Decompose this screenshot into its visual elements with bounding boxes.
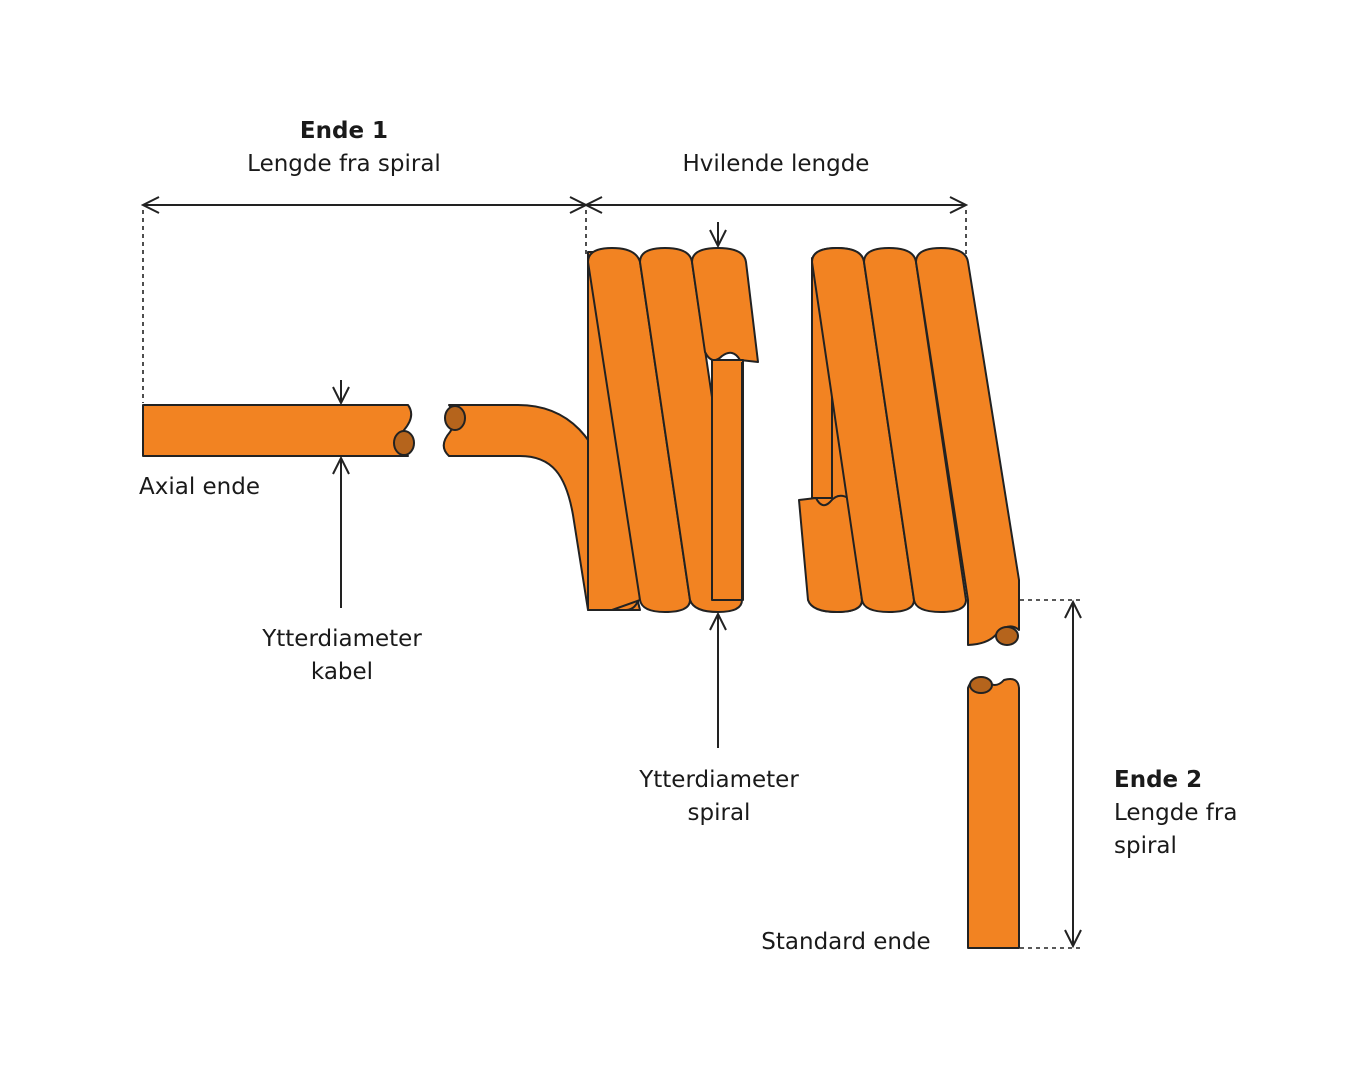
cable-od-label-line1: Ytterdiameter	[261, 626, 422, 652]
standard-end-label: Standard ende	[761, 929, 930, 955]
cable-od-label-line2: kabel	[311, 659, 373, 685]
end2-title: Ende 2	[1114, 767, 1202, 793]
end1-length-dimension	[143, 205, 586, 403]
spiral-block-left	[587, 247, 759, 613]
axial-end-cable	[142, 404, 415, 457]
axial-end-label: Axial ende	[139, 474, 260, 500]
end2-label-line1: Lengde fra	[1114, 800, 1237, 826]
end2-length-dimension	[1020, 599, 1084, 949]
spiral-block-right	[798, 247, 1020, 646]
rest-length-label: Hvilende lengde	[683, 151, 870, 177]
standard-end-cable	[967, 676, 1020, 949]
end2-label-line2: spiral	[1114, 833, 1177, 859]
end1-subtitle: Lengde fra spiral	[247, 151, 441, 177]
end1-title: Ende 1	[300, 118, 388, 144]
spiral-od-label-line2: spiral	[688, 800, 751, 826]
rest-length-dimension	[586, 205, 966, 258]
spiral-od-label-line1: Ytterdiameter	[638, 767, 799, 793]
